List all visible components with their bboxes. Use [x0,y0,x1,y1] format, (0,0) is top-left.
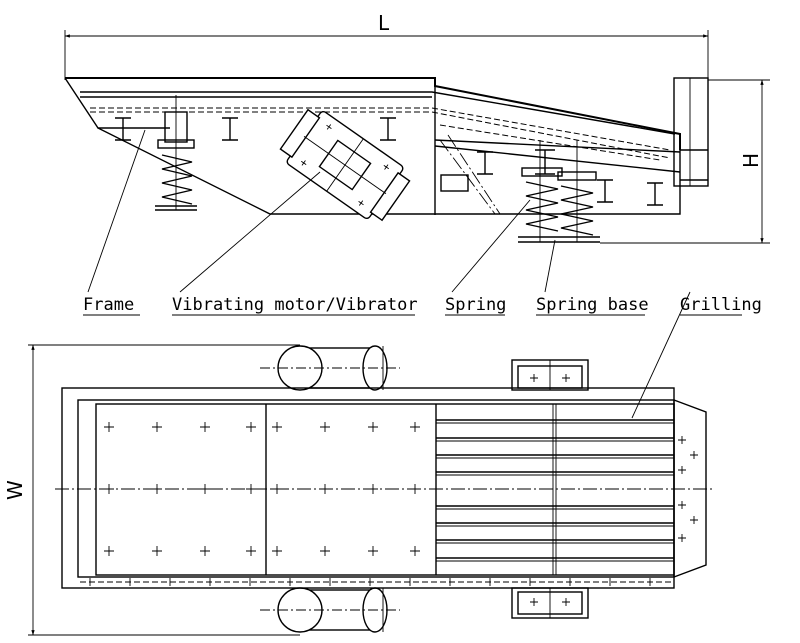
front-springs [518,140,600,243]
dimension-h-label: H [739,153,763,168]
label-vibrating-motor: Vibrating motor/Vibrator [172,295,418,315]
dimension-height: H [600,79,770,244]
dimension-width: W [3,344,300,636]
leader-lines [87,129,691,419]
motor-drum-top [260,345,400,391]
side-view: L H [64,11,770,419]
spring-bracket-top [511,359,589,391]
motor-drum-bottom [260,587,400,633]
edge-markers [89,578,651,586]
top-body [55,387,715,589]
cross-beams [115,117,663,206]
spring-bracket-bottom [511,587,589,619]
deck-bolts [104,422,698,556]
rear-spring [155,95,197,211]
top-view: W [3,344,715,636]
grilling-bars [436,419,674,562]
trough-body [64,77,709,215]
label-grilling: Grilling [680,295,762,315]
label-spring: Spring [445,295,506,315]
dimension-length: L [64,11,709,80]
dimension-l-label: L [378,11,390,35]
dimension-w-label: W [3,480,27,500]
label-frame: Frame [83,295,134,315]
label-spring-base: Spring base [536,295,649,315]
vibrating-motor [279,108,411,222]
